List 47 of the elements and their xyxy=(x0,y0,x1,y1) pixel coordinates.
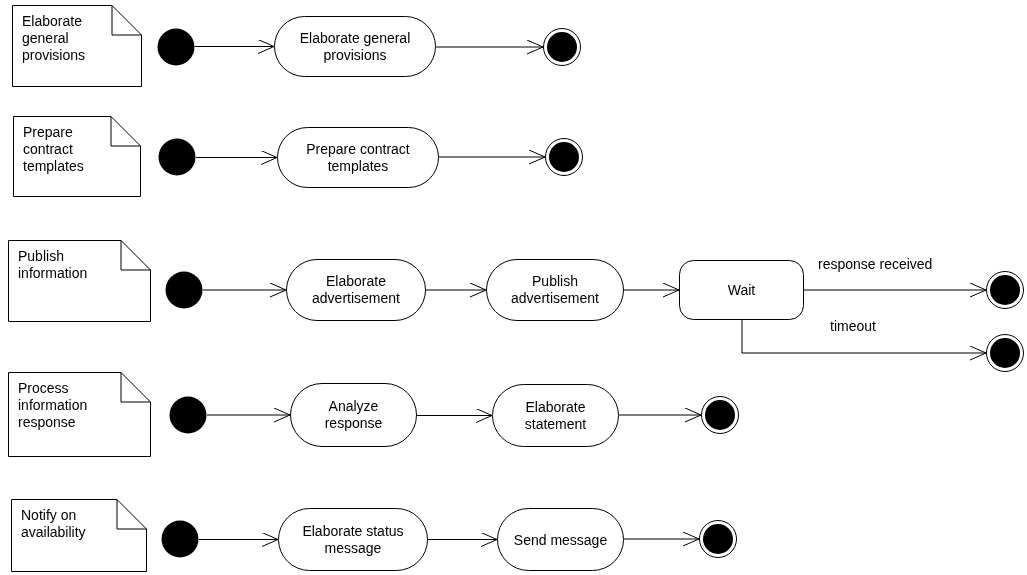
note-text: Publish information xyxy=(18,248,89,282)
transition-arrow xyxy=(623,531,700,547)
state-label: Publish advertisement xyxy=(510,273,600,307)
state-label: Elaborate general provisions xyxy=(298,29,412,64)
note-shape xyxy=(11,499,147,572)
state-label: Elaborate statement xyxy=(523,398,588,433)
note-shape xyxy=(8,240,151,322)
transition-arrow xyxy=(206,407,291,423)
note-text: Elaborate general provisions xyxy=(22,13,87,64)
state-label: Send message xyxy=(512,531,609,548)
initial-state-dot xyxy=(165,271,203,309)
state-label: Wait xyxy=(726,281,757,299)
transition-arrow xyxy=(435,39,544,55)
final-state-icon xyxy=(545,138,583,176)
note-text: Prepare contract templates xyxy=(23,124,85,175)
transition-arrow xyxy=(425,282,487,298)
initial-state-dot xyxy=(157,28,195,66)
transition-arrow xyxy=(416,408,493,423)
transition-arrow xyxy=(438,149,546,165)
initial-state-dot xyxy=(169,396,207,434)
final-state-icon xyxy=(986,334,1024,372)
transition-arrow xyxy=(195,150,278,165)
final-state-icon xyxy=(543,28,581,66)
state-label: Analyze response xyxy=(323,398,384,432)
note-text: Process information response xyxy=(18,380,89,431)
final-state-icon xyxy=(699,520,737,558)
initial-state-dot xyxy=(158,138,196,176)
transition-arrow xyxy=(194,39,275,54)
wait-state xyxy=(679,260,804,320)
note-shape xyxy=(12,5,142,87)
state-label: Elaborate advertisement xyxy=(311,273,401,307)
transition-arrow xyxy=(803,282,987,298)
transition-arrow xyxy=(741,319,987,361)
transition-arrow xyxy=(198,532,279,547)
final-state-icon xyxy=(701,396,739,434)
note-shape xyxy=(13,116,141,197)
final-state-icon xyxy=(986,271,1024,309)
state-label: Prepare contract templates xyxy=(305,140,411,175)
transition-arrow xyxy=(618,407,702,423)
transition-arrow xyxy=(623,282,680,298)
transition-arrow xyxy=(427,532,498,547)
edge-label: response received xyxy=(816,256,935,273)
state-label: Elaborate status message xyxy=(301,522,405,557)
initial-state-dot xyxy=(161,520,199,558)
note-text: Notify on availability xyxy=(21,507,87,541)
transition-arrow xyxy=(202,282,287,298)
note-shape xyxy=(8,372,151,457)
